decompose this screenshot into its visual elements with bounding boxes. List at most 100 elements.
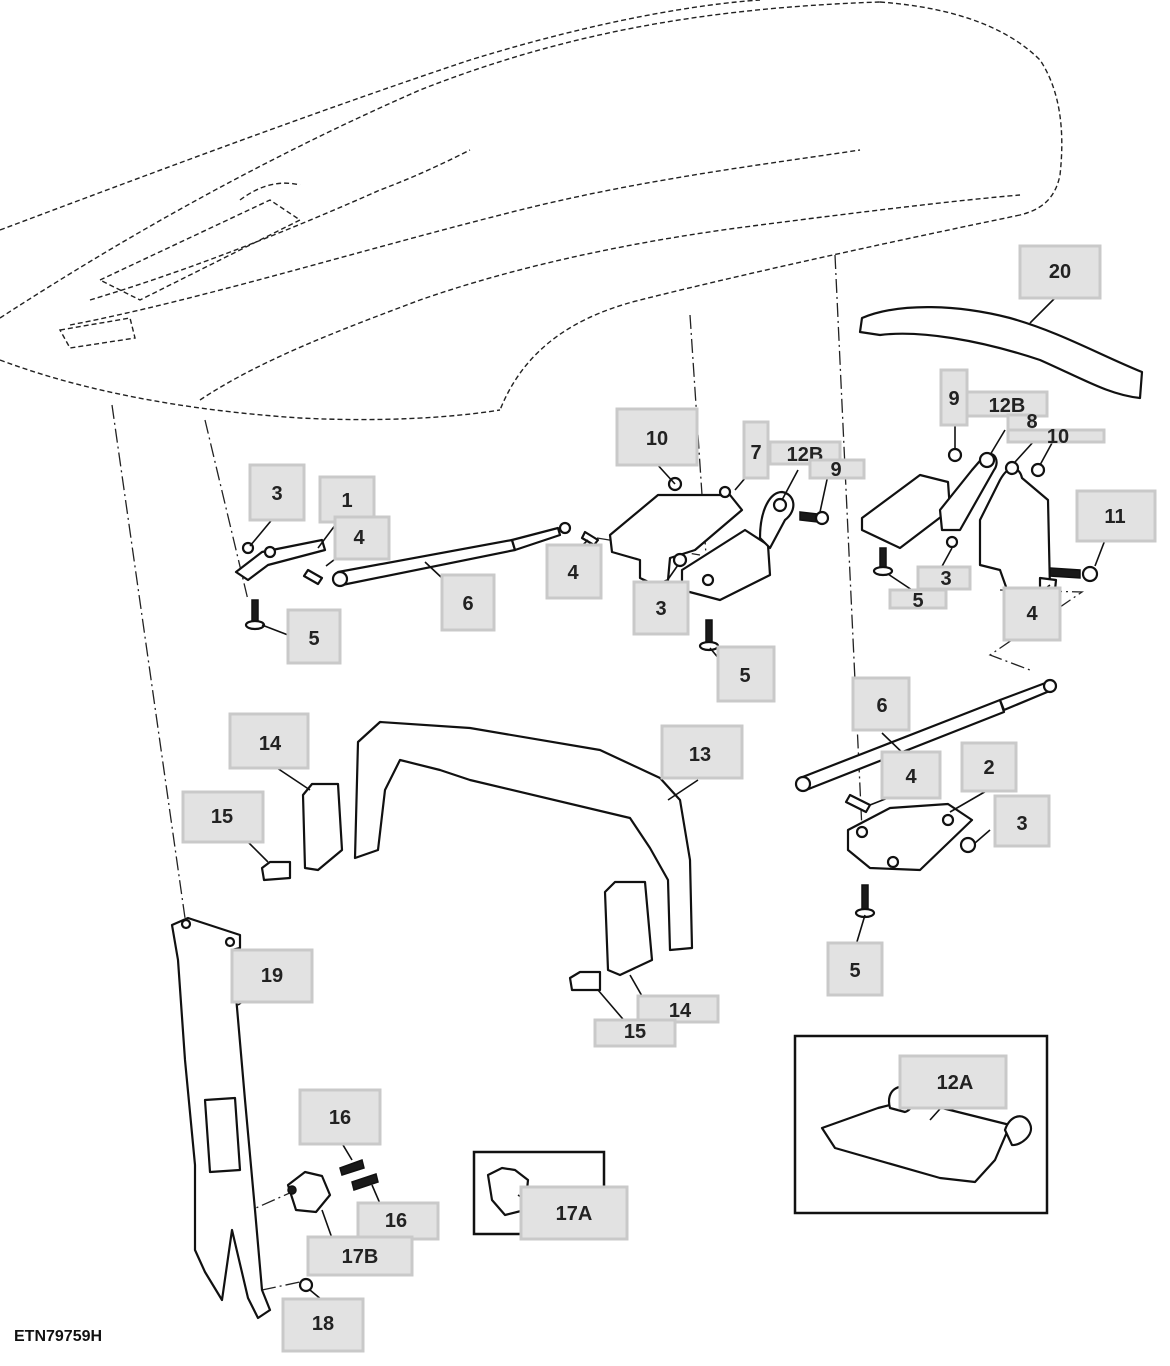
figure-id: ETN79759H bbox=[14, 1328, 103, 1345]
callout-16b-label: 16 bbox=[385, 1210, 407, 1232]
callout-14: 14 bbox=[228, 712, 310, 770]
callout-17a: 17A bbox=[519, 1185, 629, 1241]
part-12a-ear-right bbox=[1003, 1115, 1033, 1147]
callout-7: 7 bbox=[742, 420, 770, 480]
callout-5b-label: 5 bbox=[739, 665, 750, 687]
callout-4b: 4 bbox=[545, 543, 603, 600]
callout-6b-label: 6 bbox=[876, 695, 887, 717]
callout-5: 5 bbox=[286, 608, 342, 665]
callout-4: 4 bbox=[333, 515, 391, 561]
callout-5-label: 5 bbox=[308, 628, 319, 650]
callout-10b: 10 bbox=[1006, 426, 1106, 448]
callout-3b: 3 bbox=[632, 580, 690, 636]
part-19-slot bbox=[203, 1096, 242, 1174]
callout-17b-label: 17B bbox=[342, 1246, 379, 1268]
part-2-hole-3 bbox=[941, 813, 955, 827]
callout-18-label: 18 bbox=[312, 1313, 334, 1335]
part-2-hole bbox=[855, 825, 869, 839]
part-6-gas-strut-lower bbox=[794, 678, 1058, 793]
callout-5c-label: 5 bbox=[912, 590, 923, 612]
callout-4d: 4 bbox=[880, 750, 942, 800]
callout-17b: 17B bbox=[306, 1235, 414, 1277]
callout-10: 10 bbox=[615, 407, 699, 467]
callout-11: 11 bbox=[1075, 489, 1157, 543]
callout-6b: 6 bbox=[851, 676, 911, 732]
callout-19-label: 19 bbox=[261, 965, 283, 987]
callout-14-label: 14 bbox=[259, 733, 282, 755]
callout-20: 20 bbox=[1018, 244, 1102, 300]
screws bbox=[244, 547, 894, 919]
part-12a-plate bbox=[820, 1098, 1012, 1184]
part-14-block-right bbox=[603, 880, 654, 977]
callout-11-label: 11 bbox=[1104, 506, 1125, 528]
callout-6: 6 bbox=[440, 573, 496, 632]
callout-4b-label: 4 bbox=[567, 562, 579, 584]
callout-12a: 12A bbox=[898, 1054, 1008, 1110]
callout-3d: 3 bbox=[993, 794, 1051, 848]
callout-5d: 5 bbox=[826, 941, 884, 997]
callout-16: 16 bbox=[298, 1088, 382, 1146]
callout-10-label: 10 bbox=[646, 428, 668, 450]
callout-13: 13 bbox=[660, 724, 744, 780]
callout-17a-label: 17A bbox=[556, 1203, 593, 1225]
callout-14b: 14 bbox=[636, 994, 720, 1024]
part-17b-latch bbox=[286, 1159, 379, 1214]
hood-outline bbox=[0, 0, 1063, 421]
callout-2: 2 bbox=[960, 741, 1018, 793]
callout-5b: 5 bbox=[716, 645, 776, 703]
callout-3c: 3 bbox=[916, 565, 972, 591]
part-20-rail bbox=[858, 306, 1144, 400]
callout-1-label: 1 bbox=[341, 490, 352, 512]
callout-3b-label: 3 bbox=[655, 598, 666, 620]
callout-16b: 16 bbox=[356, 1201, 440, 1241]
callout-4-label: 4 bbox=[353, 527, 365, 549]
callout-9-label: 9 bbox=[830, 459, 841, 481]
callout-12b-right: 12B bbox=[965, 390, 1049, 418]
part-15-block-left bbox=[260, 860, 292, 882]
part-1-hole bbox=[263, 545, 277, 559]
callout-15-label: 15 bbox=[211, 806, 233, 828]
callout-3-label: 3 bbox=[271, 483, 282, 505]
callout-16-label: 16 bbox=[329, 1107, 351, 1129]
callout-9b-label: 9 bbox=[948, 388, 959, 410]
part-19-hole bbox=[180, 918, 192, 930]
part-2-bracket bbox=[846, 802, 974, 872]
part-2-hole-2 bbox=[886, 855, 900, 869]
callout-9b: 9 bbox=[939, 368, 969, 427]
callout-15b: 15 bbox=[593, 1018, 677, 1048]
callout-3c-label: 3 bbox=[940, 568, 951, 590]
part-14-block-left bbox=[301, 782, 344, 872]
callout-4c-label: 4 bbox=[1026, 603, 1038, 625]
callout-12b-right-label: 12B bbox=[989, 395, 1026, 417]
callout-9: 9 bbox=[808, 458, 866, 481]
callout-5d-label: 5 bbox=[849, 960, 860, 982]
callout-14b-label: 14 bbox=[669, 1000, 692, 1022]
part-18-nut bbox=[298, 1277, 314, 1293]
inset-12a-frame bbox=[793, 1034, 1049, 1215]
callout-19: 19 bbox=[230, 948, 314, 1004]
callout-4c: 4 bbox=[1002, 586, 1062, 642]
callout-5c: 5 bbox=[888, 588, 948, 612]
callout-8-label: 8 bbox=[1026, 411, 1037, 433]
part-1-bracket bbox=[234, 538, 327, 582]
part-hinge-right bbox=[860, 447, 1099, 602]
callout-18: 18 bbox=[281, 1297, 365, 1353]
part-13-frame bbox=[353, 720, 694, 952]
callout-15b-label: 15 bbox=[624, 1021, 646, 1043]
callout-3: 3 bbox=[248, 463, 306, 522]
callout-2-label: 2 bbox=[983, 757, 994, 779]
callout-10b-label: 10 bbox=[1047, 426, 1069, 448]
part-19-hole-2 bbox=[224, 936, 236, 948]
callout-15: 15 bbox=[181, 790, 265, 844]
part-15-block-right bbox=[568, 970, 602, 992]
part-hinge-middle bbox=[608, 476, 830, 602]
callout-13-label: 13 bbox=[689, 744, 711, 766]
callout-1: 1 bbox=[318, 475, 376, 524]
callout-6-label: 6 bbox=[462, 593, 473, 615]
callout-12a-label: 12A bbox=[937, 1072, 974, 1094]
callout-20-label: 20 bbox=[1049, 261, 1071, 283]
callout-4d-label: 4 bbox=[905, 766, 917, 788]
callout-3d-label: 3 bbox=[1016, 813, 1027, 835]
callout-7-label: 7 bbox=[750, 442, 761, 464]
